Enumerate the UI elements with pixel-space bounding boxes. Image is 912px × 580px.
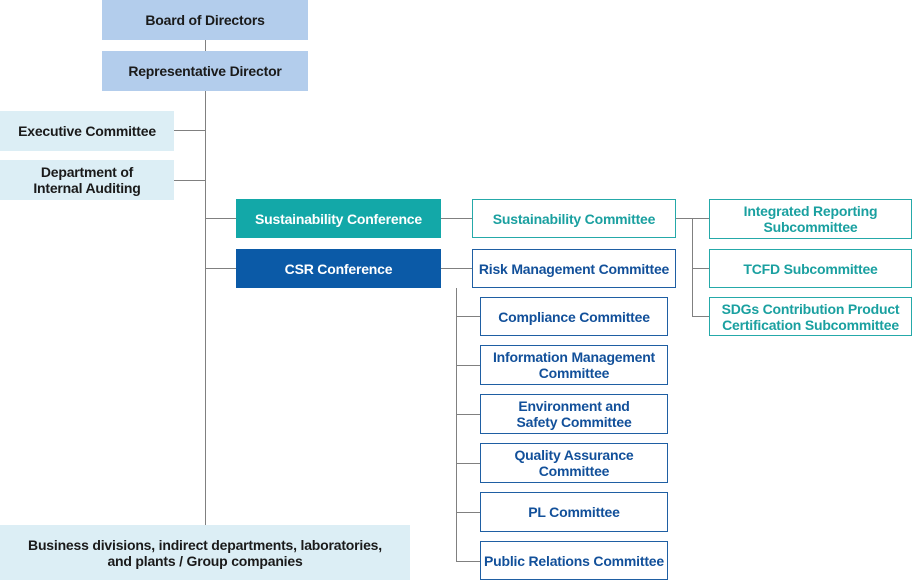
environment-safety-committee-box: Environment and Safety Committee: [480, 394, 668, 434]
integrated-reporting-label: Integrated Reporting Subcommittee: [743, 203, 878, 235]
tcfd-label: TCFD Subcommittee: [743, 260, 878, 277]
representative-director-box: Representative Director: [102, 51, 308, 91]
connector-pr: [456, 561, 480, 562]
internal-auditing-box: Department of Internal Auditing: [0, 160, 174, 200]
connector-sdgs: [692, 316, 709, 317]
executive-committee-box: Executive Committee: [0, 111, 174, 151]
information-management-committee-box: Information Management Committee: [480, 345, 668, 385]
board-label: Board of Directors: [145, 12, 265, 28]
pr-label: Public Relations Committee: [484, 552, 664, 569]
connector-sust-conf-committee: [441, 218, 472, 219]
risk-label: Risk Management Committee: [478, 260, 670, 277]
board-of-directors-box: Board of Directors: [102, 0, 308, 40]
compliance-committee-box: Compliance Committee: [480, 297, 668, 336]
connector-board-rep: [205, 40, 206, 51]
connector-sub-trunk: [692, 218, 693, 317]
connector-main-trunk: [205, 91, 206, 525]
connector-csr-trunk: [456, 288, 457, 561]
sustainability-committee-box: Sustainability Committee: [472, 199, 676, 238]
sdgs-label: SDGs Contribution Product Certification …: [721, 300, 900, 333]
sustainability-conference-label: Sustainability Conference: [255, 210, 422, 227]
public-relations-committee-box: Public Relations Committee: [480, 541, 668, 580]
compliance-label: Compliance Committee: [498, 308, 650, 325]
representative-label: Representative Director: [128, 63, 282, 79]
connector-compliance: [456, 316, 480, 317]
connector-csr-conference: [205, 268, 236, 269]
business-divisions-box: Business divisions, indirect departments…: [0, 525, 410, 580]
integrated-reporting-subcommittee-box: Integrated Reporting Subcommittee: [709, 199, 912, 239]
connector-csr-conf-risk: [441, 268, 472, 269]
sustainability-committee-label: Sustainability Committee: [492, 210, 656, 227]
connector-internal-audit: [174, 180, 206, 181]
information-label: Information Management Committee: [492, 349, 656, 381]
business-label: Business divisions, indirect departments…: [28, 536, 382, 569]
connector-sustainability-conference: [205, 218, 236, 219]
quality-label: Quality Assurance Committee: [514, 447, 634, 479]
executive-label: Executive Committee: [18, 123, 156, 139]
tcfd-subcommittee-box: TCFD Subcommittee: [709, 249, 912, 288]
connector-pl: [456, 512, 480, 513]
csr-conference-label: CSR Conference: [284, 260, 393, 277]
risk-management-committee-box: Risk Management Committee: [472, 249, 676, 288]
connector-executive: [174, 130, 206, 131]
environment-label: Environment and Safety Committee: [516, 398, 632, 430]
pl-committee-box: PL Committee: [480, 492, 668, 532]
pl-label: PL Committee: [528, 504, 620, 520]
connector-environment: [456, 414, 480, 415]
connector-information: [456, 365, 480, 366]
csr-conference-box: CSR Conference: [236, 249, 441, 288]
quality-assurance-committee-box: Quality Assurance Committee: [480, 443, 668, 483]
internal-audit-label: Department of Internal Auditing: [33, 164, 141, 196]
connector-quality: [456, 463, 480, 464]
sdgs-subcommittee-box: SDGs Contribution Product Certification …: [709, 297, 912, 336]
sustainability-conference-box: Sustainability Conference: [236, 199, 441, 238]
connector-tcfd: [692, 268, 709, 269]
